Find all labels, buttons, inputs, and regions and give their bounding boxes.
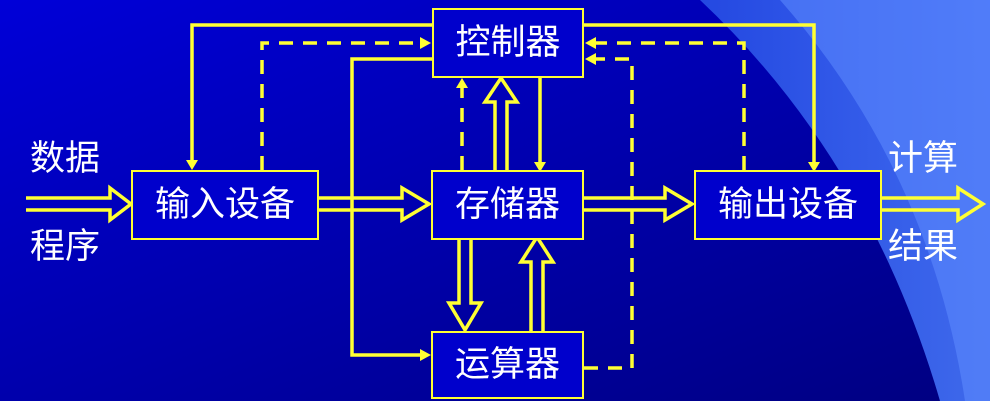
memory-box: 存储器 (431, 170, 584, 240)
alu-box: 运算器 (431, 331, 584, 399)
output-label-result: 结果 (888, 227, 959, 267)
controller-label: 控制器 (455, 22, 561, 63)
controller-box: 控制器 (432, 8, 584, 78)
line-controller-to-input (190, 23, 432, 162)
input-label-data: 数据 (30, 139, 101, 179)
alu-label: 运算器 (454, 344, 560, 385)
output-label-calc: 计算 (888, 139, 959, 179)
input-device-box: 输入设备 (131, 170, 319, 240)
arrow-memory-to-controller (481, 74, 521, 172)
line-controller-to-output (584, 23, 816, 164)
dashed-alu-to-controller (584, 57, 634, 370)
arrowhead-dashed-output (585, 37, 596, 49)
arrowhead-dashed-input (420, 37, 431, 49)
output-device-label: 输出设备 (717, 184, 858, 225)
input-device-label: 输入设备 (154, 184, 295, 225)
memory-label: 存储器 (454, 184, 560, 225)
arrow-memory-to-output (584, 184, 696, 224)
output-device-box: 输出设备 (694, 170, 882, 240)
dashed-output-to-controller (594, 41, 746, 170)
decorative-curve-highlight (780, 0, 990, 401)
arrowhead-memory (534, 162, 546, 172)
arrow-result-out (882, 184, 987, 224)
arrow-input-to-memory (319, 184, 433, 224)
arrowhead-dashed-alu (585, 53, 596, 65)
input-label-program: 程序 (30, 227, 101, 267)
arrow-memory-to-alu (445, 240, 485, 334)
arrowhead-output (808, 162, 820, 172)
line-controller-to-alu (350, 57, 432, 357)
arrowhead-input (186, 160, 198, 170)
dashed-input-to-controller (260, 41, 422, 170)
arrowhead-dashed-memory (456, 78, 468, 88)
arrowhead-alu (420, 349, 431, 361)
